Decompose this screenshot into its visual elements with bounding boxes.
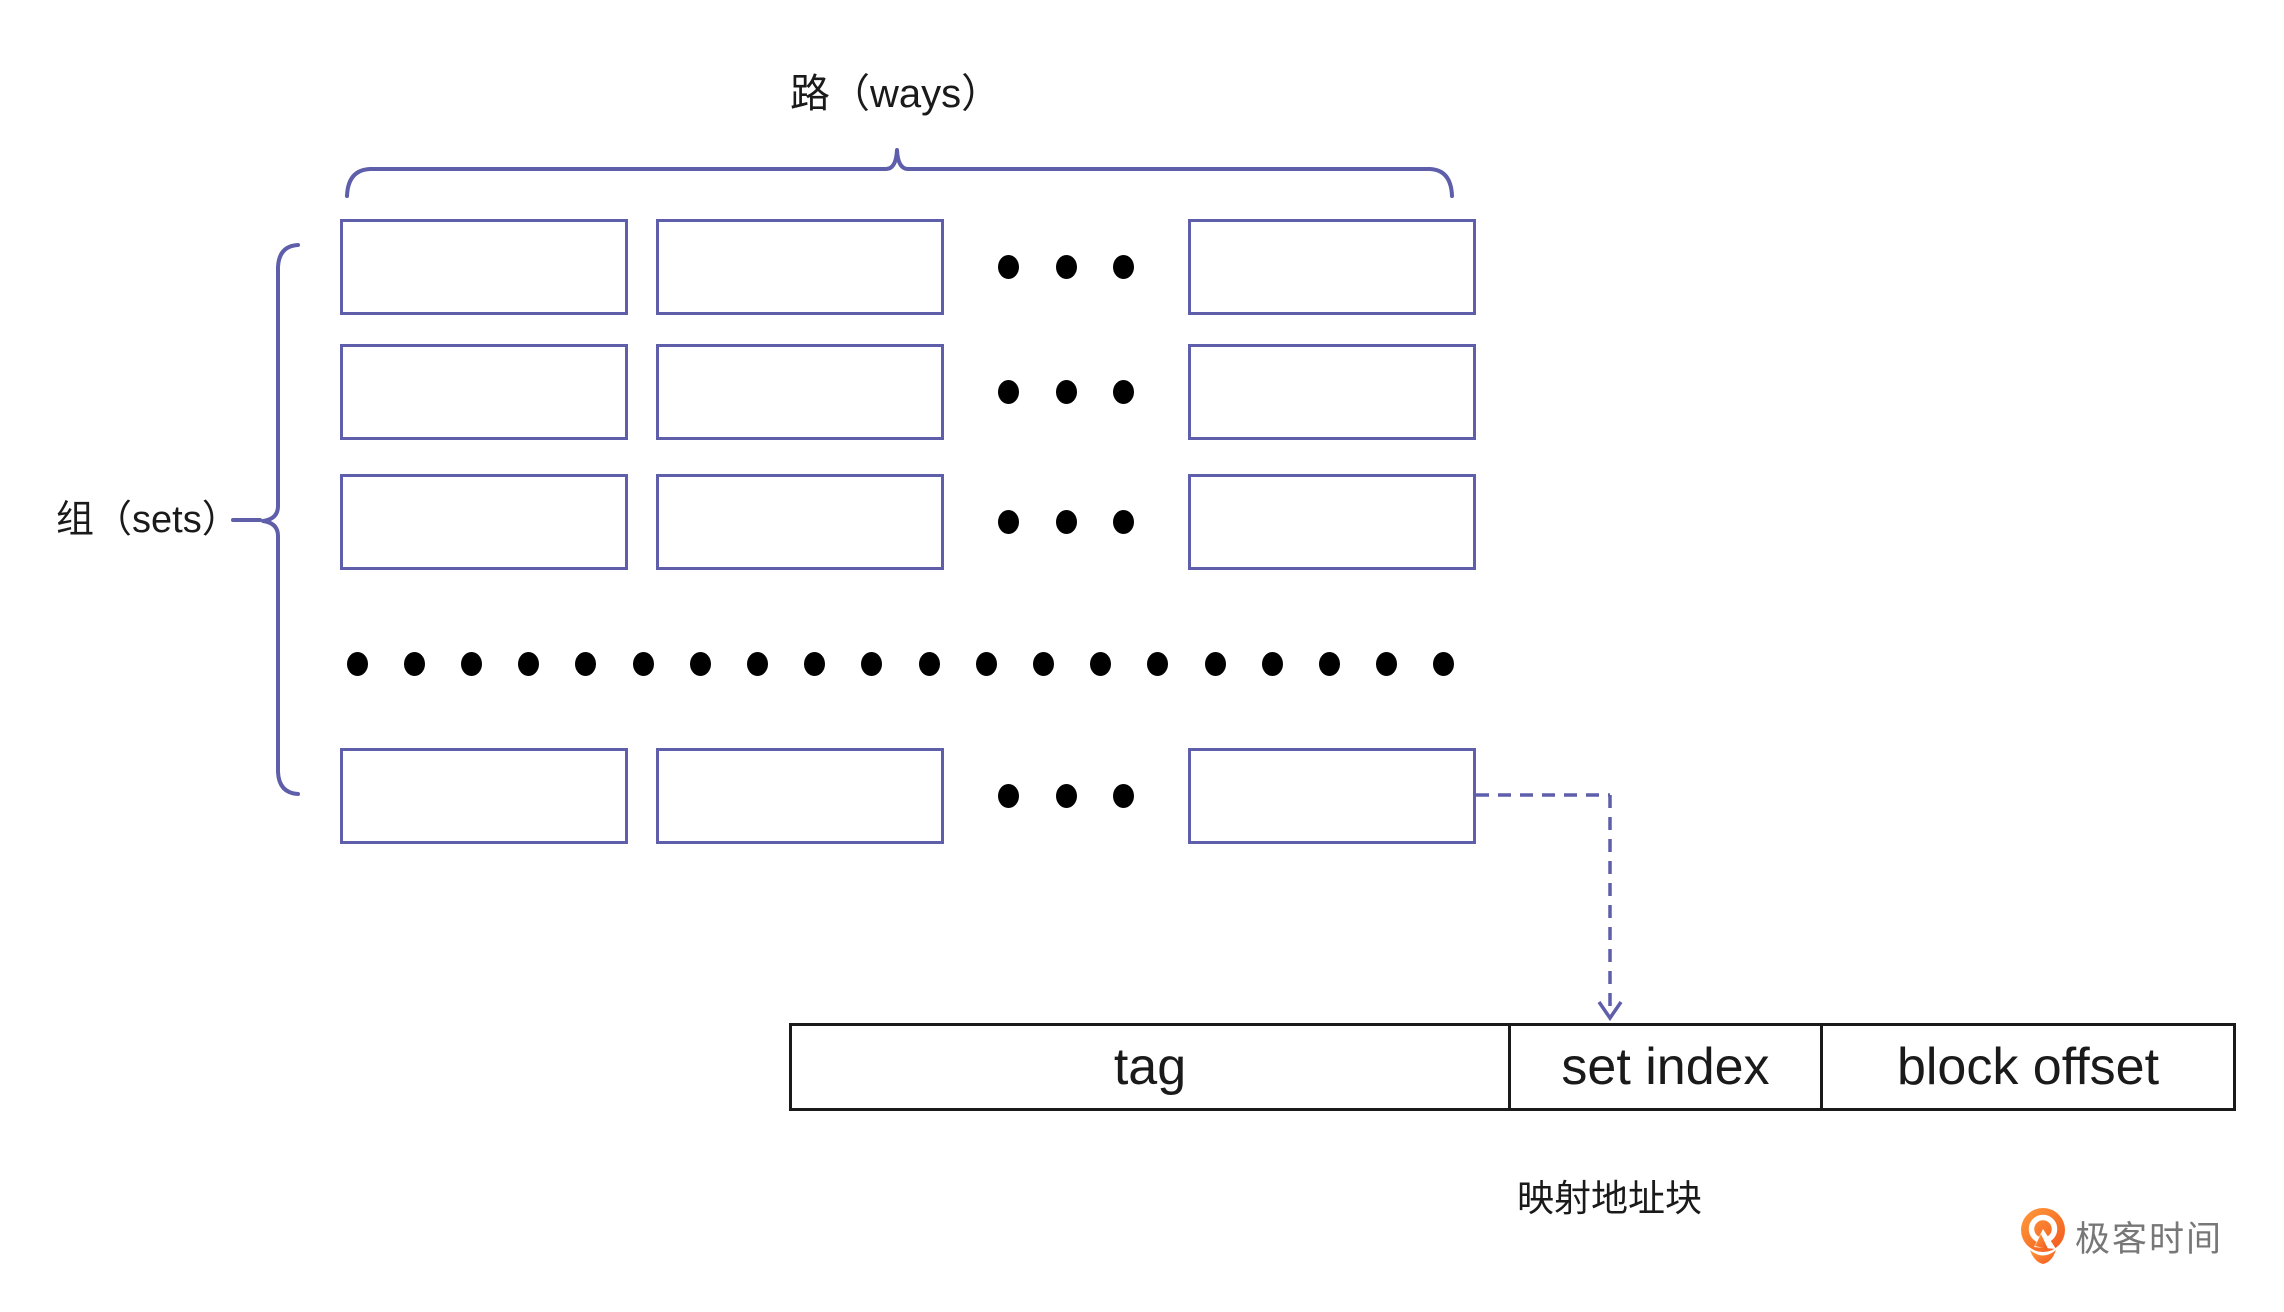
ellipsis-dot [997, 784, 1019, 808]
cache-block [1188, 344, 1476, 440]
ellipsis-dot [1032, 652, 1054, 676]
ellipsis-dot [518, 652, 540, 676]
cache-block [340, 344, 628, 440]
ellipsis-dot [689, 652, 711, 676]
sets-label: 组（sets） [56, 499, 240, 541]
ellipsis-dot [997, 510, 1019, 534]
cache-block [656, 748, 944, 844]
ellipsis-dot [804, 652, 826, 676]
ellipsis-dot [1318, 652, 1340, 676]
ellipsis-dot [460, 652, 482, 676]
ellipsis-dot [1055, 784, 1077, 808]
cache-block [1188, 219, 1476, 315]
address-box: tag set index block offset [789, 1023, 2236, 1111]
ellipsis-dot [1055, 510, 1077, 534]
cache-block [1188, 748, 1476, 844]
ellipsis-dot [997, 255, 1019, 279]
cache-block [340, 748, 628, 844]
sets-label-dash [231, 518, 262, 522]
ellipsis-dot [1204, 652, 1226, 676]
cache-block [656, 344, 944, 440]
ellipsis-dot [632, 652, 654, 676]
ellipsis-dot [1112, 255, 1134, 279]
geektime-logo-icon [2021, 1208, 2065, 1264]
ellipsis-dot [997, 380, 1019, 404]
cache-block [656, 219, 944, 315]
ellipsis-dot [1112, 784, 1134, 808]
ellipsis-dot [975, 652, 997, 676]
ellipsis-dot [1376, 652, 1398, 676]
ellipsis-dot [918, 652, 940, 676]
address-field-tag: tag [1113, 1038, 1187, 1096]
address-field-set-index: set index [1508, 1026, 1820, 1108]
ellipsis-dot [1112, 380, 1134, 404]
ellipsis-dot [346, 652, 368, 676]
mapping-connector-arrow [1476, 793, 1623, 1022]
cache-block [340, 219, 628, 315]
ellipsis-dot [746, 652, 768, 676]
ellipsis-dot [1112, 510, 1134, 534]
ways-label: 路（ways） [790, 72, 1002, 116]
ways-brace [345, 148, 1454, 198]
ellipsis-dot [1433, 652, 1455, 676]
cache-block [340, 474, 628, 570]
ellipsis-dot [1261, 652, 1283, 676]
address-field-block-offset: block offset [1820, 1026, 2233, 1108]
sets-bracket [261, 243, 300, 796]
ellipsis-dot [1055, 255, 1077, 279]
ellipsis-dot [1055, 380, 1077, 404]
mapping-address-label: 映射地址块 [1517, 1178, 1702, 1219]
cache-block [1188, 474, 1476, 570]
ellipsis-dot [403, 652, 425, 676]
ellipsis-dot [861, 652, 883, 676]
ellipsis-dot [1090, 652, 1112, 676]
brand-name: 极客时间 [2075, 1220, 2224, 1259]
ellipsis-dot [1147, 652, 1169, 676]
brand-logo: 极客时间 [2020, 1208, 2223, 1265]
ellipsis-dot [575, 652, 597, 676]
cache-block [656, 474, 944, 570]
